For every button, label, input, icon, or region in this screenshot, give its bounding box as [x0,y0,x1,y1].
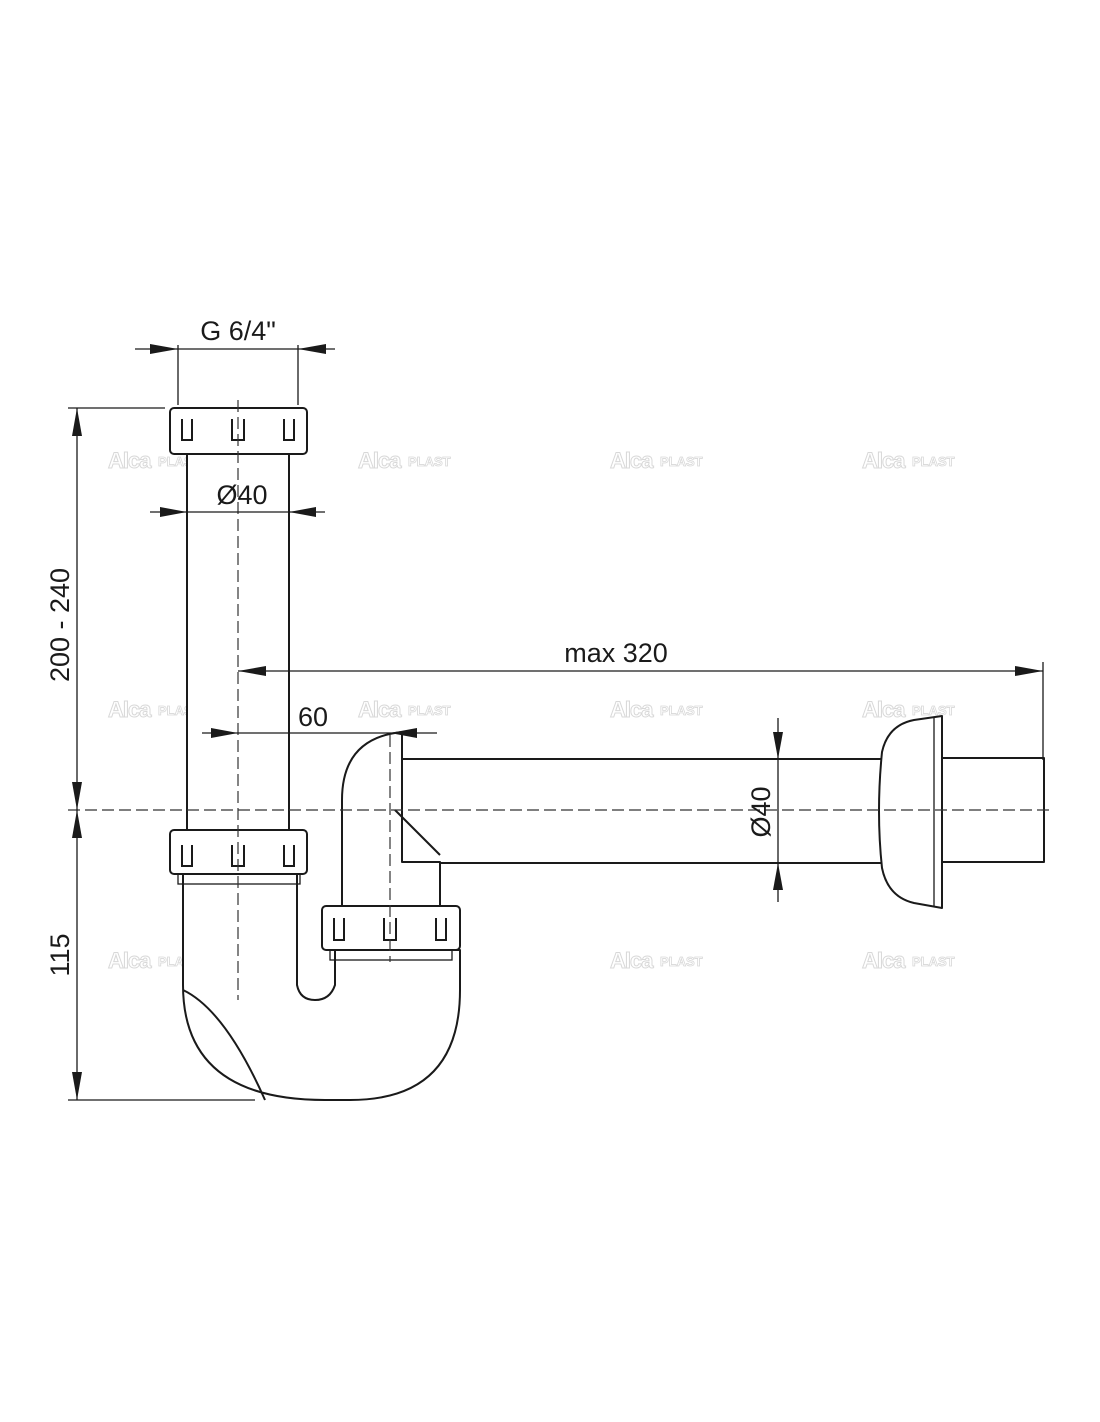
watermark-brand-suffix: PLAST [660,454,703,469]
dimension-upper-height: 200 - 240 [45,407,165,810]
top-slip-nut [169,407,308,455]
watermark-logo: Alca PLAST [610,448,704,474]
watermark-brand-suffix: PLAST [408,703,451,718]
outlet-nut-collar [329,949,453,961]
watermark-logo: Alca PLAST [862,697,956,723]
dimension-vertical-diameter: Ø40 [150,480,325,517]
u-trap-seam [182,989,266,1101]
top-nut-body [169,407,308,455]
arrow-head [1015,666,1043,676]
dimension-thread: G 6/4" [135,316,335,405]
arrow-head [773,863,783,890]
outlet-elbow [341,731,441,911]
watermark-layer: Alca PLAST Alca PLAST Alca PLAST Alca PL… [108,448,956,974]
dimension-max-length: max 320 [238,638,1044,760]
arrow-head [238,666,266,676]
dimension-horizontal-diameter: Ø40 [746,718,783,902]
lower-height-label: 115 [45,933,75,976]
watermark-brand-suffix: PLAST [912,454,955,469]
watermark-brand-suffix: PLAST [660,954,703,969]
arrow-head [390,728,417,738]
watermark-brand: Alca [108,948,152,973]
dimension-offset: 60 [202,702,437,738]
watermark-brand: Alca [358,697,402,722]
dimension-lower-height: 115 [45,810,255,1101]
arrow-head [72,782,82,810]
watermark-logo: Alca PLAST [358,448,452,474]
arrow-head [150,344,178,354]
max-length-label: max 320 [564,638,668,668]
arrow-head [773,732,783,759]
watermark-brand-suffix: PLAST [408,454,451,469]
wall-rosette [878,715,943,909]
upper-height-label: 200 - 240 [45,568,75,682]
arrow-head [72,810,82,838]
middle-nut-collar [177,873,301,885]
outlet-pipe-body [394,758,886,864]
offset-label: 60 [298,702,328,732]
watermark-brand: Alca [862,448,906,473]
vertical-diameter-label: Ø40 [216,480,267,510]
outlet-nut-body [321,905,461,951]
watermark-brand-suffix: PLAST [660,703,703,718]
watermark-logo: Alca PLAST [862,448,956,474]
elbow-inner-bevel [394,809,441,856]
elbow-outer [341,731,441,911]
arrow-head [289,507,316,517]
watermark-brand: Alca [108,448,152,473]
watermark-brand: Alca [610,448,654,473]
center-lines [68,400,1050,1000]
watermark-brand: Alca [358,448,402,473]
arrow-head [72,408,82,436]
watermark-logo: Alca PLAST [610,697,704,723]
horizontal-diameter-label: Ø40 [746,786,776,837]
watermark-logo: Alca PLAST [610,948,704,974]
u-trap-body [182,864,461,1101]
outlet-pipe [394,758,886,864]
u-trap [182,864,461,1101]
watermark-brand: Alca [862,948,906,973]
watermark-logo: Alca PLAST [358,697,452,723]
arrow-head [298,344,326,354]
watermark-logo: Alca PLAST [862,948,956,974]
watermark-brand: Alca [610,697,654,722]
outlet-slip-nut [321,905,461,961]
watermark-brand-suffix: PLAST [912,954,955,969]
arrow-head [160,507,187,517]
watermark-brand: Alca [108,697,152,722]
watermark-brand: Alca [610,948,654,973]
watermark-brand: Alca [862,697,906,722]
arrow-head [211,728,238,738]
wall-connector [878,715,1045,909]
watermark-brand-suffix: PLAST [912,703,955,718]
thread-size-label: G 6/4" [200,316,276,346]
arrow-head [72,1072,82,1100]
